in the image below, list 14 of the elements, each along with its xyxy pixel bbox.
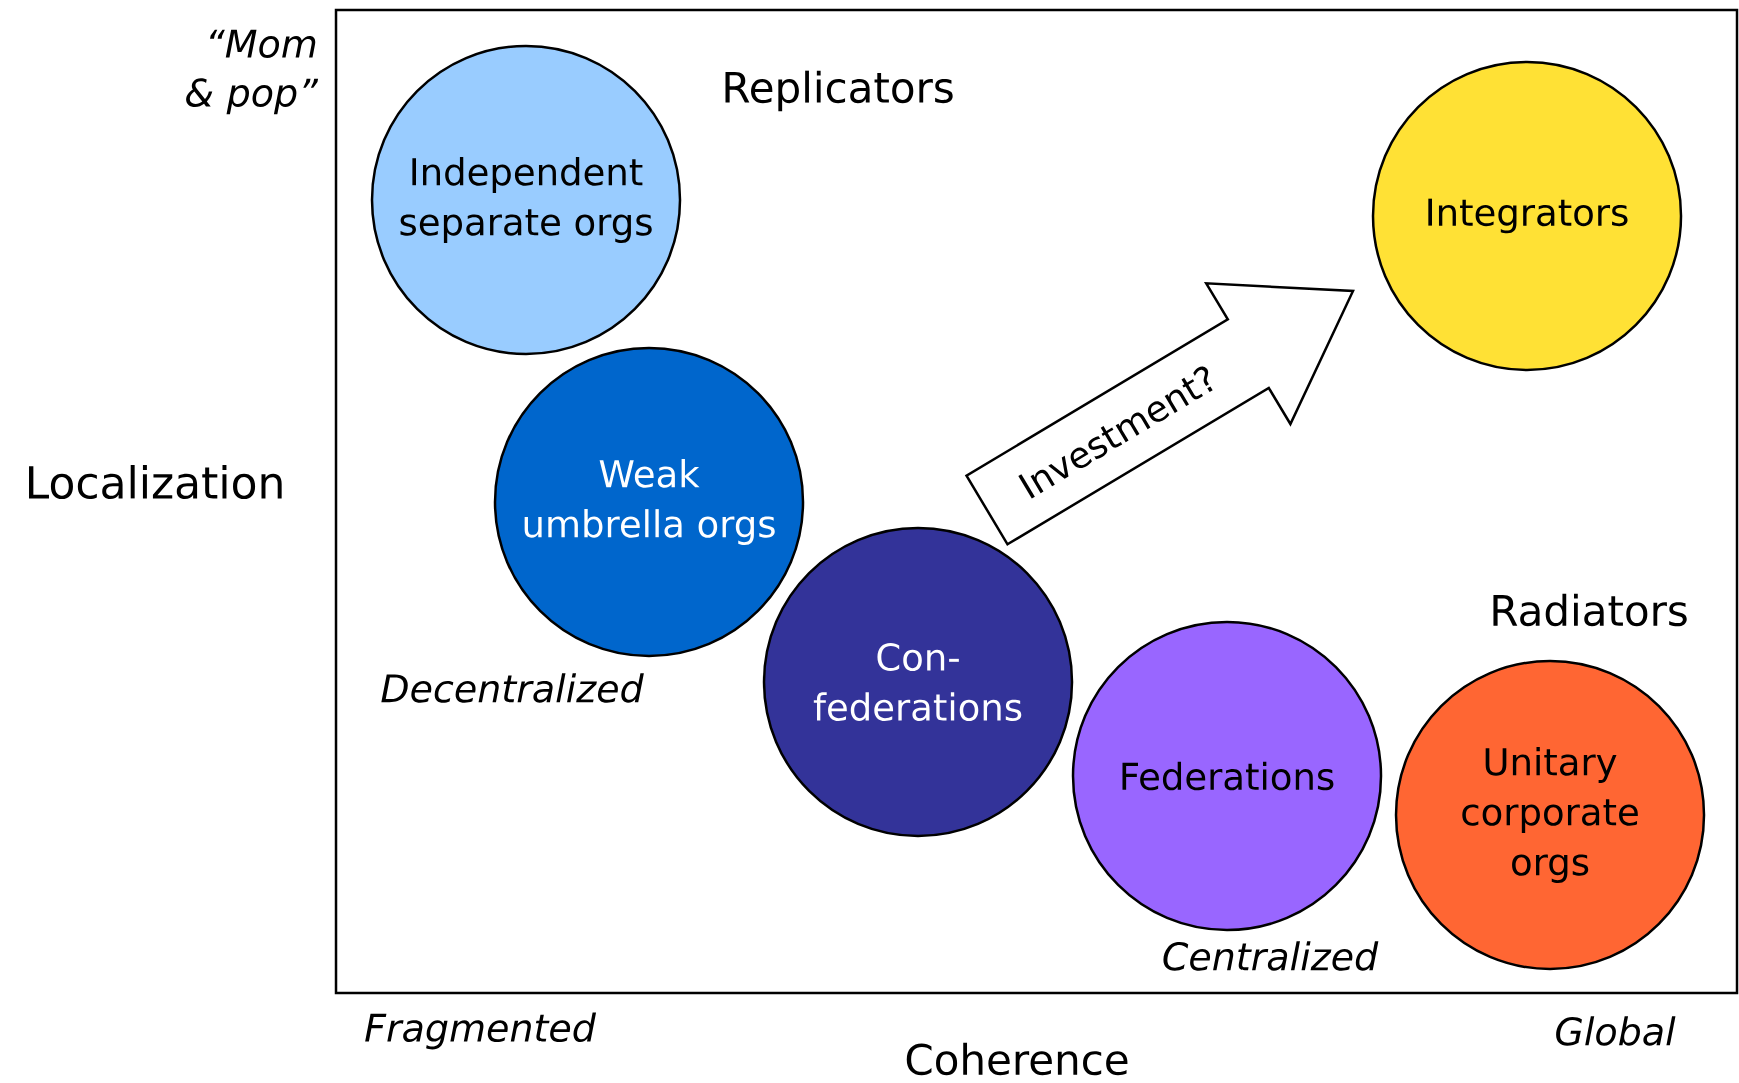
circle-node: Independent separate orgs [370,44,682,356]
axis-label: Replicators [725,70,953,112]
axis-label: Coherence [906,1042,1128,1076]
circle-node: Federations [1071,620,1383,932]
axis-label: Decentralized [381,673,644,703]
axis-label: Localization [29,465,282,500]
axis-label: Fragmented [365,1012,597,1050]
axis-label: Centralized [1163,941,1379,971]
circle-node: Weak umbrella orgs [493,346,805,658]
axis-label: “Mom & pop” [186,29,319,115]
circle-node: Integrators [1371,60,1683,372]
axis-label: Radiators [1493,593,1687,627]
axis-label: Global [1556,1016,1676,1046]
circle-node: Unitary corporate orgs [1394,659,1706,971]
